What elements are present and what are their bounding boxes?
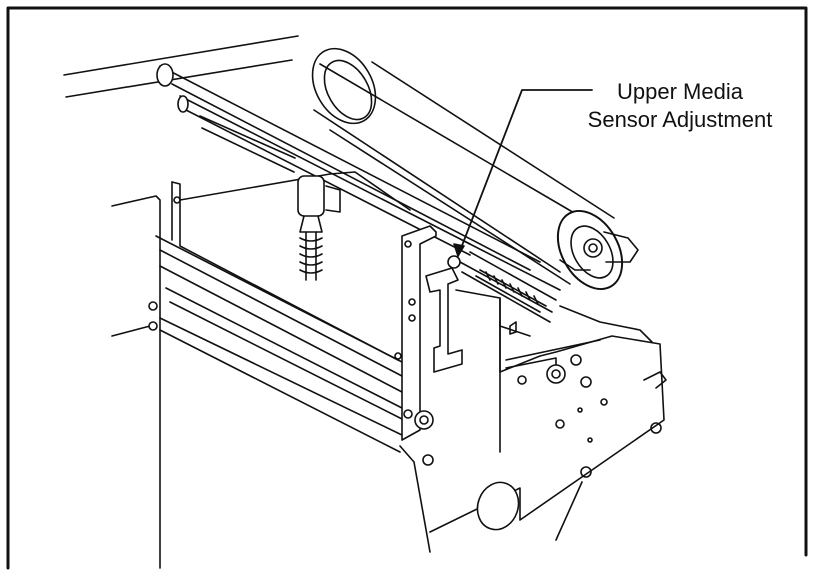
top-rails bbox=[63, 35, 299, 98]
figure-border bbox=[6, 6, 808, 570]
upper-media-sensor-adjustment-label: Upper Media Sensor Adjustment bbox=[560, 78, 800, 134]
callout-line-1: Upper Media bbox=[617, 79, 743, 104]
center-bracket bbox=[394, 225, 437, 553]
lower-platen-bar bbox=[155, 235, 405, 453]
spring-assembly bbox=[297, 175, 341, 281]
sensor-area bbox=[447, 239, 561, 323]
right-side-plate bbox=[429, 289, 667, 541]
main-plate bbox=[171, 171, 411, 361]
media-supply-roll bbox=[311, 47, 639, 290]
head-release-lever bbox=[425, 267, 463, 373]
callout-leader bbox=[453, 89, 593, 257]
callout-line-2: Sensor Adjustment bbox=[587, 107, 773, 132]
left-side-panel bbox=[111, 195, 161, 569]
